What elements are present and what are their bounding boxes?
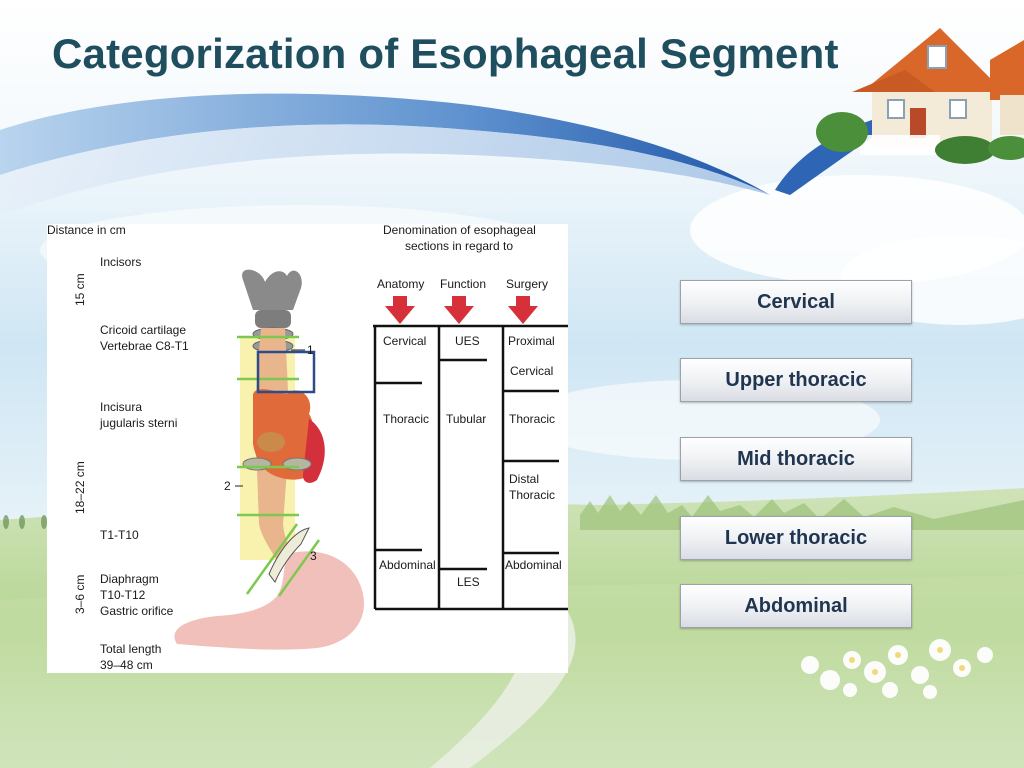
segment-upper-thoracic-box[interactable]: Upper thoracic <box>680 358 912 402</box>
distance-3-6cm: 3–6 cm <box>73 575 87 614</box>
slide-title: Categorization of Esophageal Segment <box>52 30 839 77</box>
function-tubular: Tubular <box>446 412 486 426</box>
esophagus-diagram: Distance in cm Incisors Cricoid cartilag… <box>47 224 568 673</box>
column-header-anatomy: Anatomy <box>377 277 424 291</box>
marker-2: 2 <box>224 479 231 493</box>
esophagus-anatomy-drawing: 1 2 3 <box>174 269 364 650</box>
surgery-abdominal: Abdominal <box>505 558 562 572</box>
label-total-range: 39–48 cm <box>100 658 153 672</box>
surgery-thoracic: Thoracic <box>509 412 555 426</box>
label-incisors: Incisors <box>100 255 141 269</box>
house-illustration <box>816 28 1024 164</box>
segment-lower-thoracic-box[interactable]: Lower thoracic <box>680 516 912 560</box>
function-ues: UES <box>455 334 480 348</box>
label-incisura: Incisura <box>100 400 142 414</box>
label-t1-t10: T1-T10 <box>100 528 139 542</box>
label-diaphragm: Diaphragm <box>100 572 159 586</box>
surgery-cervical: Cervical <box>510 364 553 378</box>
surgery-distal: Distal <box>509 472 539 486</box>
anatomy-cervical: Cervical <box>383 334 426 348</box>
denomination-line2: sections in regard to <box>405 239 513 253</box>
segment-abdominal-box[interactable]: Abdominal <box>680 584 912 628</box>
marker-1: 1 <box>307 343 314 357</box>
segment-mid-thoracic-box[interactable]: Mid thoracic <box>680 437 912 481</box>
surgery-proximal: Proximal <box>508 334 555 348</box>
label-vertebrae-c8: Vertebrae C8-T1 <box>100 339 189 353</box>
column-header-function: Function <box>440 277 486 291</box>
label-total-length: Total length <box>100 642 161 656</box>
distance-18-22cm: 18–22 cm <box>73 461 87 514</box>
label-cricoid: Cricoid cartilage <box>100 323 186 337</box>
denomination-line1: Denomination of esophageal <box>383 224 536 237</box>
anatomy-abdominal: Abdominal <box>379 558 436 572</box>
label-jugularis: jugularis sterni <box>99 416 177 430</box>
arrow-anatomy <box>385 296 415 324</box>
label-t10-t12: T10-T12 <box>100 588 146 602</box>
distance-15cm: 15 cm <box>73 273 87 306</box>
segment-cervical-box[interactable]: Cervical <box>680 280 912 324</box>
function-les: LES <box>457 575 480 589</box>
label-gastric: Gastric orifice <box>100 604 174 618</box>
arrow-surgery <box>508 296 538 324</box>
column-header-surgery: Surgery <box>506 277 548 291</box>
distance-header: Distance in cm <box>47 224 126 237</box>
denomination-table-lines <box>373 324 568 611</box>
marker-3: 3 <box>310 549 317 563</box>
anatomy-thoracic: Thoracic <box>383 412 429 426</box>
surgery-distal-thoracic: Thoracic <box>509 488 555 502</box>
arrow-function <box>444 296 474 324</box>
